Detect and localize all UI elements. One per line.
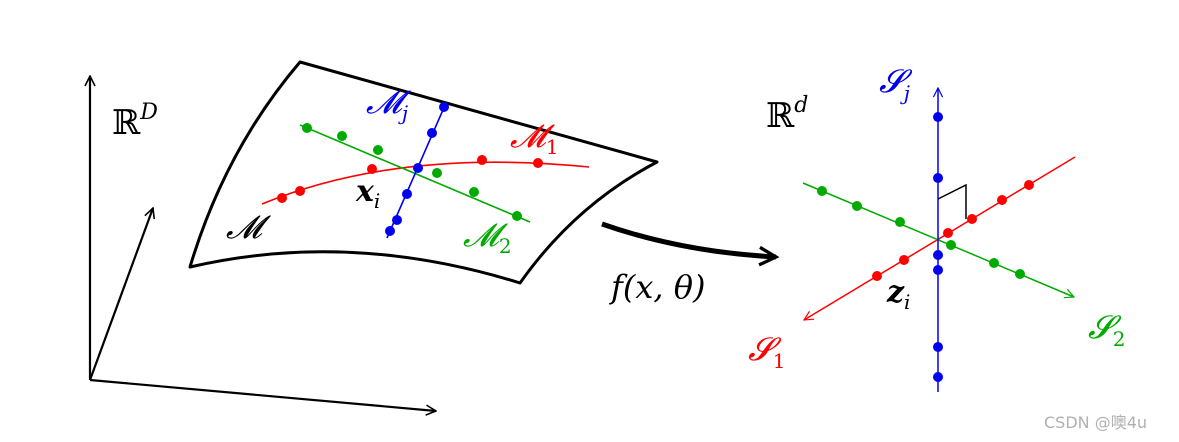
data-point xyxy=(432,168,442,178)
curve-label-M1: 𝓜1 xyxy=(510,117,559,159)
data-point xyxy=(533,158,543,168)
data-point xyxy=(933,250,943,260)
curve-green-points xyxy=(302,123,522,221)
point-label-xi: xi xyxy=(355,174,380,213)
data-point xyxy=(385,226,395,236)
manifold-label-M: 𝓜 xyxy=(226,208,271,246)
data-point xyxy=(477,155,487,165)
data-point xyxy=(817,186,827,196)
ambient-axes-RD xyxy=(90,76,436,411)
right-angle-mark xyxy=(937,183,967,219)
data-point xyxy=(933,112,943,122)
data-point xyxy=(933,173,943,183)
manifold-surface xyxy=(188,60,659,285)
data-point xyxy=(989,258,999,268)
data-point xyxy=(895,217,905,227)
data-point xyxy=(367,164,377,174)
axis-label-S2: 𝓢2 xyxy=(1088,308,1126,351)
axis-red-points xyxy=(872,180,1034,281)
data-point xyxy=(277,193,287,203)
data-point xyxy=(413,163,423,173)
data-point xyxy=(402,189,412,199)
axis-blue-points xyxy=(933,112,943,382)
data-point xyxy=(997,195,1007,205)
curve-blue-points xyxy=(385,102,449,236)
data-point xyxy=(899,255,909,265)
data-point xyxy=(302,123,312,133)
mapping-label: f(x, θ) xyxy=(609,268,705,306)
data-point xyxy=(295,186,305,196)
data-point xyxy=(943,228,953,238)
data-point xyxy=(439,102,449,112)
latent-space-label-Rd: ℝd xyxy=(766,93,808,136)
data-point xyxy=(427,128,437,138)
watermark: CSDN @噢4u xyxy=(1044,413,1147,432)
axis-horizontal xyxy=(89,378,436,411)
curve-red-points xyxy=(277,155,543,203)
point-label-zi: zi xyxy=(886,275,910,314)
data-point xyxy=(872,271,882,281)
curve-label-Mj: 𝓜j xyxy=(366,83,411,125)
data-point xyxy=(933,342,943,352)
axis-diagonal xyxy=(88,208,153,381)
data-point xyxy=(933,265,943,275)
data-point xyxy=(392,215,402,225)
data-point xyxy=(1024,180,1034,190)
data-point xyxy=(337,131,347,141)
data-point xyxy=(946,240,956,250)
axis-green-points xyxy=(817,186,1025,279)
ambient-space-label-RD: ℝD xyxy=(112,100,158,143)
data-point xyxy=(933,372,943,382)
axis-label-S1: 𝓢1 xyxy=(748,330,786,373)
data-point xyxy=(852,201,862,211)
curve-red-M1 xyxy=(261,161,590,205)
data-point xyxy=(512,211,522,221)
mapping-arrow xyxy=(601,221,776,257)
data-point xyxy=(967,214,977,224)
curve-label-M2: 𝓜2 xyxy=(463,216,512,258)
data-point xyxy=(373,145,383,155)
axis-label-Sj: 𝓢j xyxy=(879,62,913,105)
data-point xyxy=(469,187,479,197)
data-point xyxy=(1015,269,1025,279)
